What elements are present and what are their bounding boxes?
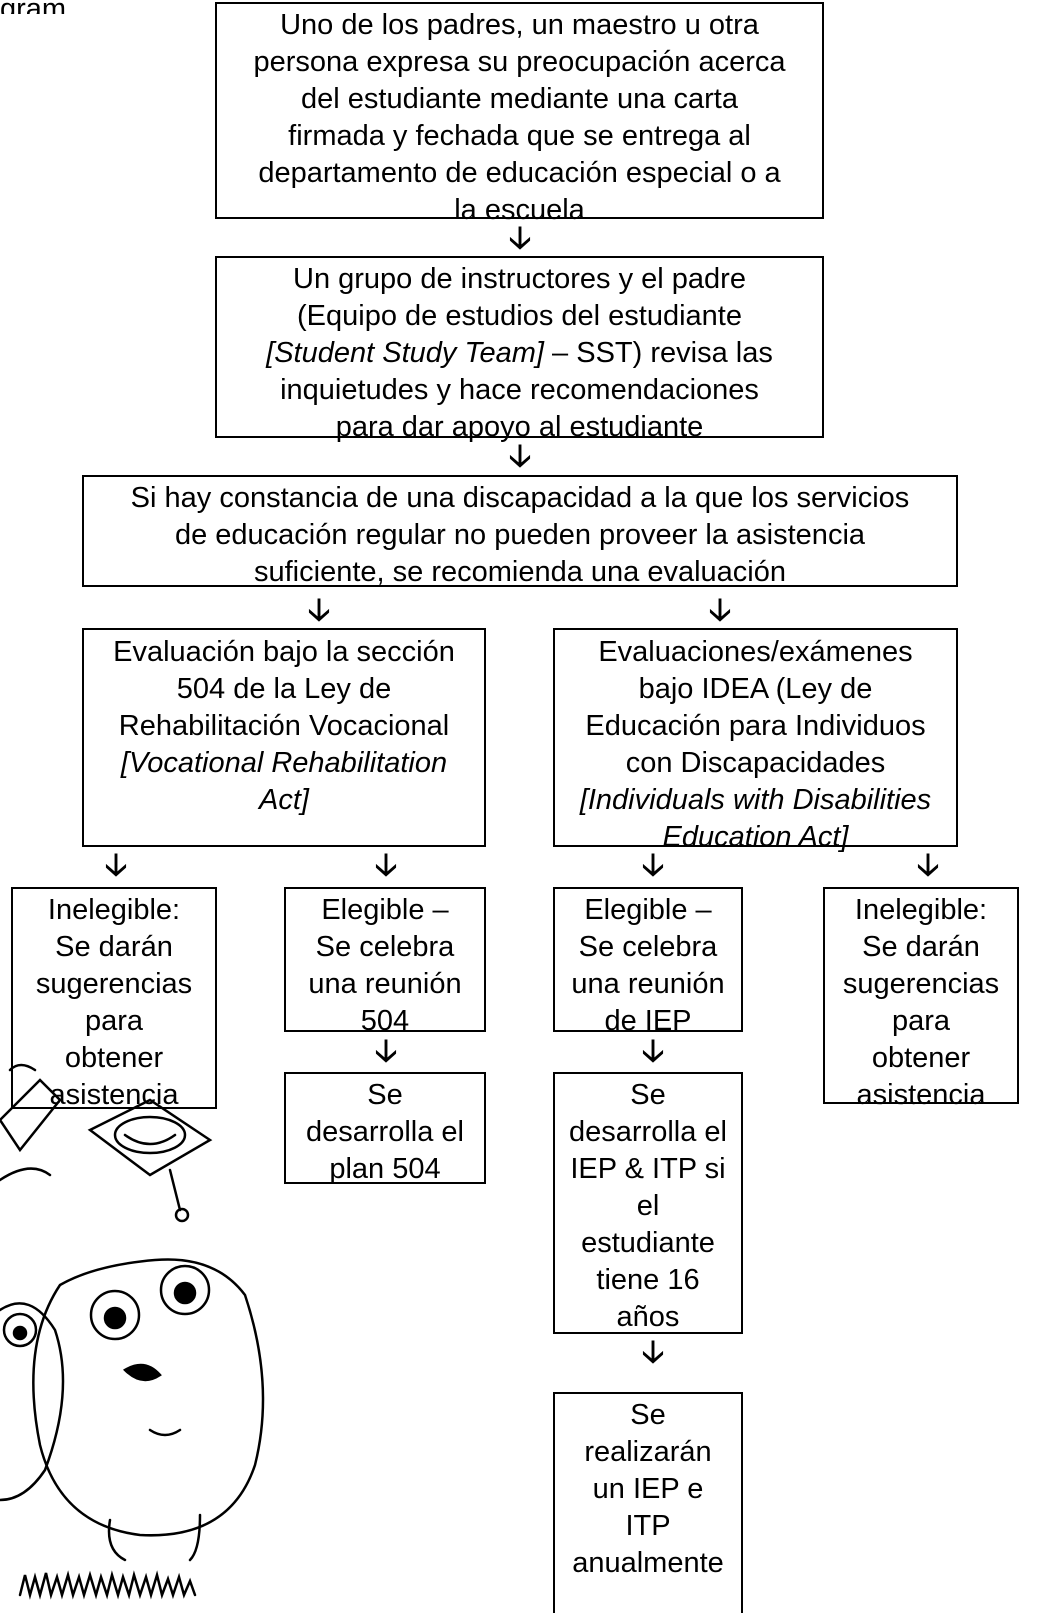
box-sst-line: para dar apoyo al estudiante — [335, 411, 704, 443]
box-annual-iep-line: un IEP e — [592, 1473, 704, 1505]
box-annual-iep-line: Se — [630, 1399, 666, 1431]
box-referral-line: Si hay constancia de una discapacidad a … — [130, 482, 910, 514]
box-ineligible-left-line: sugerencias — [35, 968, 193, 1000]
box-develop-iep-line: estudiante — [581, 1227, 715, 1259]
owl-graduates-illustration — [0, 1063, 265, 1600]
box-eval-504-line: [Vocational Rehabilitation — [88, 745, 480, 782]
box-sst-line: (Equipo de estudios del estudiante — [297, 300, 742, 332]
box-ineligible-left-line: Inelegible: — [47, 894, 181, 926]
arrow-down-icon: 🡣 — [916, 847, 940, 882]
box-develop-iep-line: años — [616, 1301, 680, 1333]
box-eval-idea-line: Educación para Individuos — [585, 710, 926, 742]
box-eval-504-line: Rehabilitación Vocacional — [118, 710, 450, 742]
box-eligible-504: Elegible – Se celebra una reunión 504 — [284, 887, 486, 1037]
box-eval-idea-italic: Education Act] — [662, 821, 849, 853]
box-develop-iep-line: el — [636, 1190, 660, 1222]
box-eligible-iep-line: Se celebra — [578, 931, 718, 963]
box-plan-504-line: Se — [367, 1079, 403, 1111]
box-referral: Si hay constancia de una discapacidad a … — [82, 475, 958, 588]
arrow-down-icon: 🡣 — [374, 1033, 398, 1068]
box-ineligible-left: Inelegible: Se darán sugerencias para ob… — [11, 887, 217, 1111]
box-eval-504-line: 504 de la Ley de — [176, 673, 392, 705]
arrow-down-icon: 🡣 — [374, 847, 398, 882]
box-eval-504-italic: [Vocational Rehabilitation — [120, 747, 448, 779]
box-eligible-504-line: Se celebra — [315, 931, 455, 963]
box-sst-line: Un grupo de instructores y el padre — [293, 263, 746, 295]
box-plan-504: Se desarrolla el plan 504 — [284, 1072, 486, 1185]
box-plan-504-line: desarrolla el — [306, 1116, 464, 1148]
box-ineligible-right-line: para — [891, 1005, 951, 1037]
box-concern-line: del estudiante mediante una carta — [301, 83, 738, 115]
box-ineligible-right-line: asistencia — [856, 1079, 986, 1111]
box-concern-line: firmada y fechada que se entrega al — [288, 120, 751, 152]
box-ineligible-right: Inelegible: Se darán sugerencias para ob… — [823, 887, 1019, 1111]
box-sst: Un grupo de instructores y el padre (Equ… — [215, 256, 824, 443]
box-eval-504-italic: Act] — [259, 784, 309, 816]
box-eligible-504-line: una reunión — [308, 968, 462, 1000]
arrow-down-icon: 🡣 — [307, 592, 331, 627]
box-eval-idea-line: Education Act] — [559, 819, 952, 856]
box-eligible-504-line: Elegible – — [321, 894, 449, 926]
box-eval-504-line: Evaluación bajo la sección — [113, 636, 455, 668]
box-annual-iep-line: ITP — [625, 1510, 671, 1542]
box-sst-rest: – SST) revisa las — [543, 337, 773, 369]
box-annual-iep-line: anualmente — [572, 1547, 724, 1579]
arrow-down-icon: 🡣 — [508, 220, 532, 255]
box-annual-iep-line: realizarán — [584, 1436, 712, 1468]
box-eval-idea-line: Evaluaciones/exámenes — [598, 636, 913, 668]
box-eligible-iep-line: de IEP — [604, 1005, 692, 1037]
box-sst-line: [Student Study Team] – SST) revisa las — [221, 335, 818, 372]
box-eval-idea-line: [Individuals with Disabilities — [559, 782, 952, 819]
box-eval-idea: Evaluaciones/exámenes bajo IDEA (Ley de … — [553, 628, 958, 853]
arrow-down-icon: 🡣 — [104, 847, 128, 882]
arrow-down-icon: 🡣 — [641, 1033, 665, 1068]
box-referral-line: suficiente, se recomienda una evaluación — [254, 556, 786, 588]
box-eligible-iep-line: una reunión — [571, 968, 725, 1000]
box-plan-504-line: plan 504 — [329, 1153, 441, 1185]
box-ineligible-right-line: Se darán — [862, 931, 980, 963]
box-ineligible-left-line: obtener — [64, 1042, 164, 1074]
box-eval-idea-italic: [Individuals with Disabilities — [579, 784, 932, 816]
box-develop-iep-line: tiene 16 — [596, 1264, 700, 1296]
box-eligible-504-line: 504 — [360, 1005, 410, 1037]
box-concern: Uno de los padres, un maestro u otra per… — [215, 2, 824, 226]
arrow-down-icon: 🡣 — [641, 847, 665, 882]
box-annual-iep: Se realizarán un IEP e ITP anualmente — [553, 1392, 743, 1613]
box-eligible-iep: Elegible – Se celebra una reunión de IEP — [553, 887, 743, 1037]
box-develop-iep-line: IEP & ITP si — [570, 1153, 726, 1185]
box-ineligible-right-line: Inelegible: — [854, 894, 988, 926]
box-concern-line: persona expresa su preocupación acerca — [253, 46, 786, 78]
box-eligible-iep-line: Elegible – — [584, 894, 712, 926]
arrow-down-icon: 🡣 — [641, 1334, 665, 1369]
box-eval-idea-line: con Discapacidades — [625, 747, 886, 779]
box-ineligible-right-line: obtener — [871, 1042, 971, 1074]
box-concern-line: departamento de educación especial o a — [258, 157, 781, 189]
box-referral-line: de educación regular no pueden proveer l… — [174, 519, 866, 551]
box-sst-line: inquietudes y hace recomendaciones — [280, 374, 759, 406]
box-concern-line: la escuela — [454, 194, 585, 226]
box-eval-idea-line: bajo IDEA (Ley de — [638, 673, 873, 705]
box-develop-iep-line: desarrolla el — [569, 1116, 727, 1148]
box-ineligible-right-line: sugerencias — [842, 968, 1000, 1000]
arrow-down-icon: 🡣 — [708, 592, 732, 627]
partial-heading: gram — [0, 0, 66, 14]
box-eval-504-line: Act] — [88, 782, 480, 819]
box-ineligible-left-line: Se darán — [55, 931, 173, 963]
box-develop-iep-line: Se — [630, 1079, 666, 1111]
box-sst-italic: [Student Study Team] — [266, 337, 544, 369]
box-eval-504: Evaluación bajo la sección 504 de la Ley… — [82, 628, 486, 847]
arrow-down-icon: 🡣 — [508, 438, 532, 473]
box-develop-iep: Se desarrolla el IEP & ITP si el estudia… — [553, 1072, 743, 1334]
box-ineligible-left-line: para — [84, 1005, 144, 1037]
box-concern-line: Uno de los padres, un maestro u otra — [280, 9, 759, 41]
